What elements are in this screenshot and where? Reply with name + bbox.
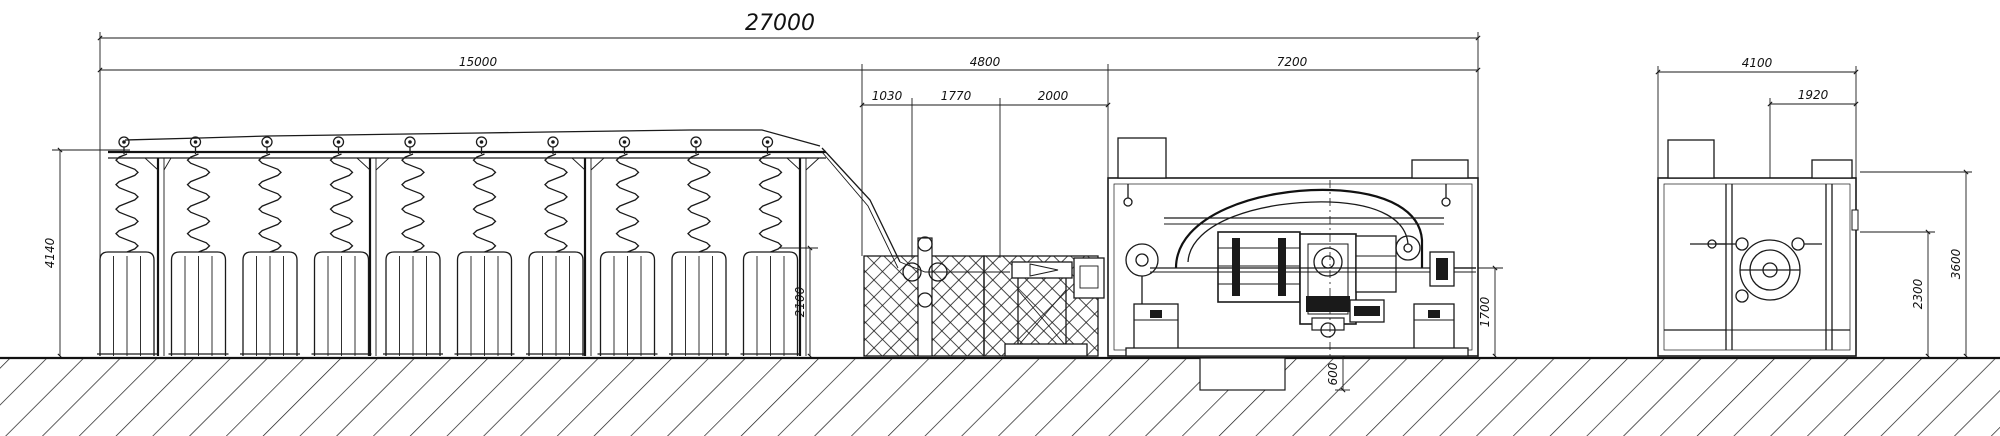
pay-off-bobbin — [240, 136, 300, 356]
control-cabinet — [1117, 137, 1167, 179]
guide-pulley-tower — [899, 236, 1010, 357]
dim-machine-section: 7200 — [1277, 55, 1308, 69]
takeup-cabinet-right — [1811, 159, 1853, 179]
pay-off-bobbin — [454, 136, 515, 356]
lay-drum — [1217, 231, 1301, 303]
takeup-enclosure — [1657, 177, 1857, 357]
meter-box — [1073, 257, 1105, 299]
machine-base — [1125, 347, 1469, 357]
creel-posts — [144, 157, 820, 356]
rotor-cover — [1174, 188, 1424, 269]
pay-off-bobbin — [168, 136, 229, 356]
dim-pay-off-section: 15000 — [459, 55, 498, 69]
pay-off-bobbin — [526, 136, 586, 356]
dimension-labels: 27000 15000 4800 7200 1030 1770 2000 410… — [43, 11, 1963, 385]
dim-sub-1: 1030 — [872, 89, 903, 103]
dim-overall-length: 27000 — [745, 11, 815, 36]
dim-middle-section: 4800 — [970, 55, 1001, 69]
take-up-unit — [1657, 139, 1859, 357]
exit-pulley — [1395, 235, 1421, 261]
die-stand — [1004, 261, 1088, 357]
pay-off-bobbin — [311, 136, 372, 356]
pay-off-bobbin — [597, 136, 658, 356]
dim-pit-depth: 600 — [1326, 362, 1340, 385]
dim-sub-2: 1770 — [941, 89, 972, 103]
dim-sub-3: 2000 — [1038, 89, 1069, 103]
ground — [0, 356, 2000, 436]
main-machine — [1107, 137, 1479, 357]
dim-creel-height: 4140 — [43, 237, 57, 268]
dim-takeup-height: 3600 — [1949, 248, 1963, 279]
dim-takeup-axis-height: 2300 — [1911, 278, 1925, 309]
pay-off-creel — [97, 129, 901, 356]
dim-takeup-width: 4100 — [1742, 56, 1773, 70]
pay-off-bobbin — [97, 136, 157, 356]
pay-off-bobbin — [669, 136, 729, 356]
pay-off-bobbin — [740, 136, 801, 356]
pay-off-bobbin — [383, 136, 443, 356]
middle-section — [863, 236, 1105, 357]
dim-machine-axis-height: 1700 — [1478, 296, 1492, 327]
dim-takeup-offset: 1920 — [1798, 88, 1829, 102]
fan-box — [1411, 159, 1469, 179]
takeup-cabinet-left — [1667, 139, 1715, 179]
